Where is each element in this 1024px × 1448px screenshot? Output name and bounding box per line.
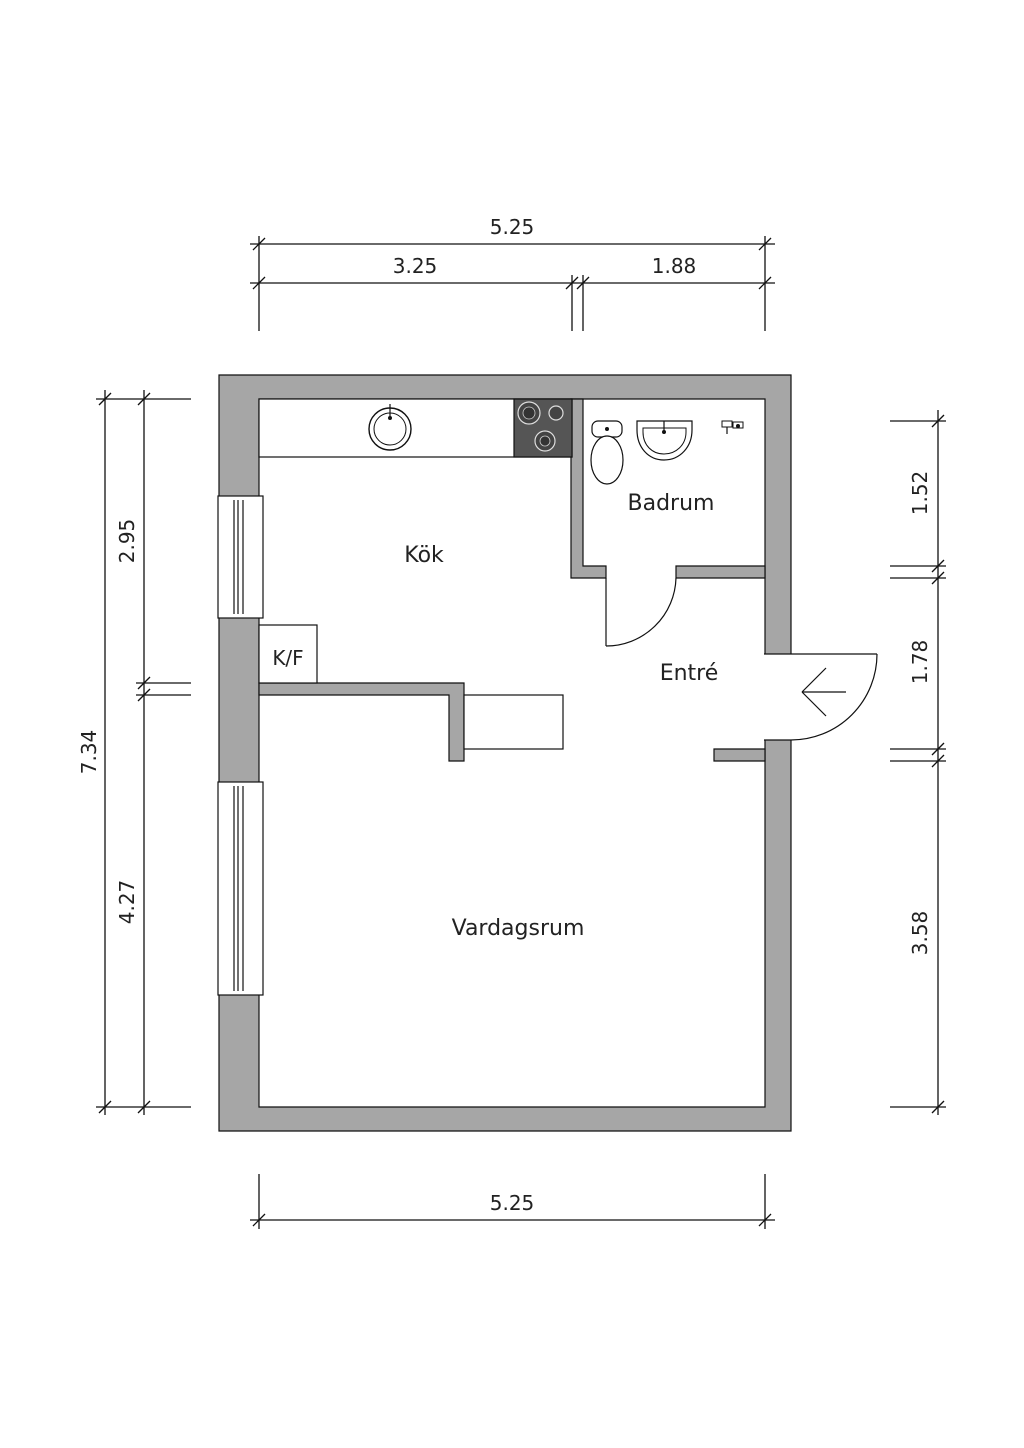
- dim-top-right: 1.88: [652, 254, 697, 278]
- room-label-entrance: Entré: [660, 661, 719, 686]
- partition-wall: [258, 682, 465, 762]
- bathroom-wall: [570, 398, 607, 579]
- dim-left-total: 7.34: [77, 730, 101, 775]
- entrance-wall-stub: [713, 748, 766, 762]
- entrance-opening: [764, 654, 792, 740]
- dim-bottom-total: 5.25: [490, 1191, 535, 1215]
- dim-top-total: 5.25: [490, 215, 535, 239]
- sink-icon: [368, 404, 412, 451]
- room-label-bathroom: Badrum: [628, 491, 715, 516]
- room-label-living: Vardagsrum: [452, 916, 585, 941]
- window-upper: [217, 495, 264, 619]
- bathroom-wall-right: [675, 565, 766, 579]
- stove-icon: [513, 398, 573, 458]
- toilet-icon: [590, 420, 624, 485]
- outer-wall: [218, 374, 792, 1132]
- dim-left-upper: 2.95: [115, 519, 139, 564]
- dimension-right: 1.52 1.78 3.58: [890, 410, 946, 1115]
- dim-right-middle: 1.78: [908, 640, 932, 685]
- entrance-door-icon: [790, 653, 878, 741]
- washbasin-icon: [636, 420, 693, 461]
- bathroom-door-icon: [605, 577, 677, 647]
- shower-icon: [721, 420, 744, 434]
- dimension-bottom: 5.25: [250, 1174, 775, 1229]
- dimension-left: 7.34 2.95 4.27: [77, 390, 191, 1115]
- dimension-top: 5.25 3.25 1.88: [250, 215, 775, 331]
- dim-right-bottom: 3.58: [908, 911, 932, 956]
- entrance-arrow-icon: [801, 667, 846, 717]
- fridge-freezer-label: K/F: [272, 646, 303, 670]
- window-lower: [217, 781, 264, 996]
- fridge-freezer: [258, 624, 318, 684]
- room-label-kitchen: Kök: [404, 543, 444, 568]
- dim-right-top: 1.52: [908, 471, 932, 516]
- dim-left-lower: 4.27: [115, 880, 139, 925]
- kitchen-island: [463, 694, 564, 750]
- dim-top-left: 3.25: [393, 254, 438, 278]
